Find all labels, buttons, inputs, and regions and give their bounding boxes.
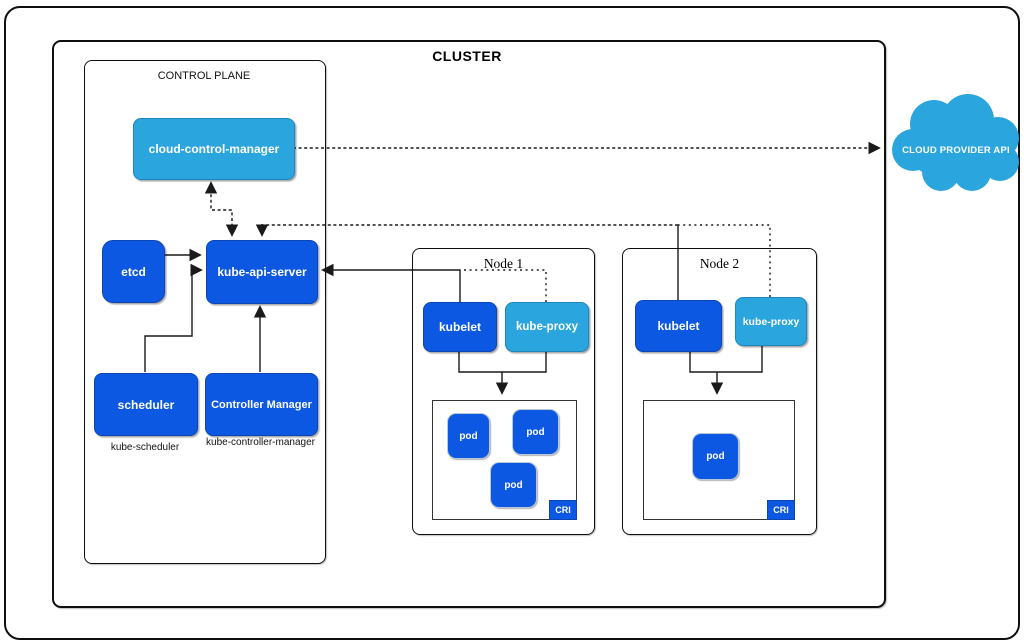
etcd-box: etcd bbox=[102, 240, 165, 303]
node2-kubelet-box: kubelet bbox=[635, 300, 722, 352]
cluster-title: CLUSTER bbox=[432, 48, 502, 64]
scheduler-box: scheduler bbox=[94, 373, 198, 436]
node1-title: Node 1 bbox=[483, 256, 524, 271]
node1-pod: pod bbox=[490, 462, 537, 508]
node1-pod: pod bbox=[447, 413, 490, 459]
kube-scheduler-caption: kube-scheduler bbox=[110, 442, 180, 453]
cluster-box bbox=[52, 40, 886, 608]
kube-api-server-box: kube-api-server bbox=[206, 240, 318, 304]
node2-kube-proxy-box: kube-proxy bbox=[735, 297, 807, 346]
node1-pod: pod bbox=[512, 409, 559, 455]
node1-box: Node 1 bbox=[412, 248, 595, 535]
control-plane-title: CONTROL PLANE bbox=[157, 70, 251, 82]
node2-title: Node 2 bbox=[699, 256, 740, 271]
node2-pod: pod bbox=[692, 433, 739, 480]
outer-border bbox=[4, 6, 1020, 640]
node2-cri-badge: CRI bbox=[767, 500, 795, 520]
node1-kubelet-box: kubelet bbox=[423, 302, 497, 352]
control-plane-box bbox=[84, 60, 326, 564]
cloud-control-manager-box: cloud-control-manager bbox=[133, 118, 295, 180]
node2-box: Node 2 bbox=[622, 248, 817, 535]
node1-kube-proxy-box: kube-proxy bbox=[505, 302, 589, 352]
kube-controller-manager-caption: kube-controller-manager bbox=[206, 437, 315, 448]
controller-manager-box: Controller Manager bbox=[205, 373, 318, 436]
node1-cri-badge: CRI bbox=[549, 500, 577, 520]
